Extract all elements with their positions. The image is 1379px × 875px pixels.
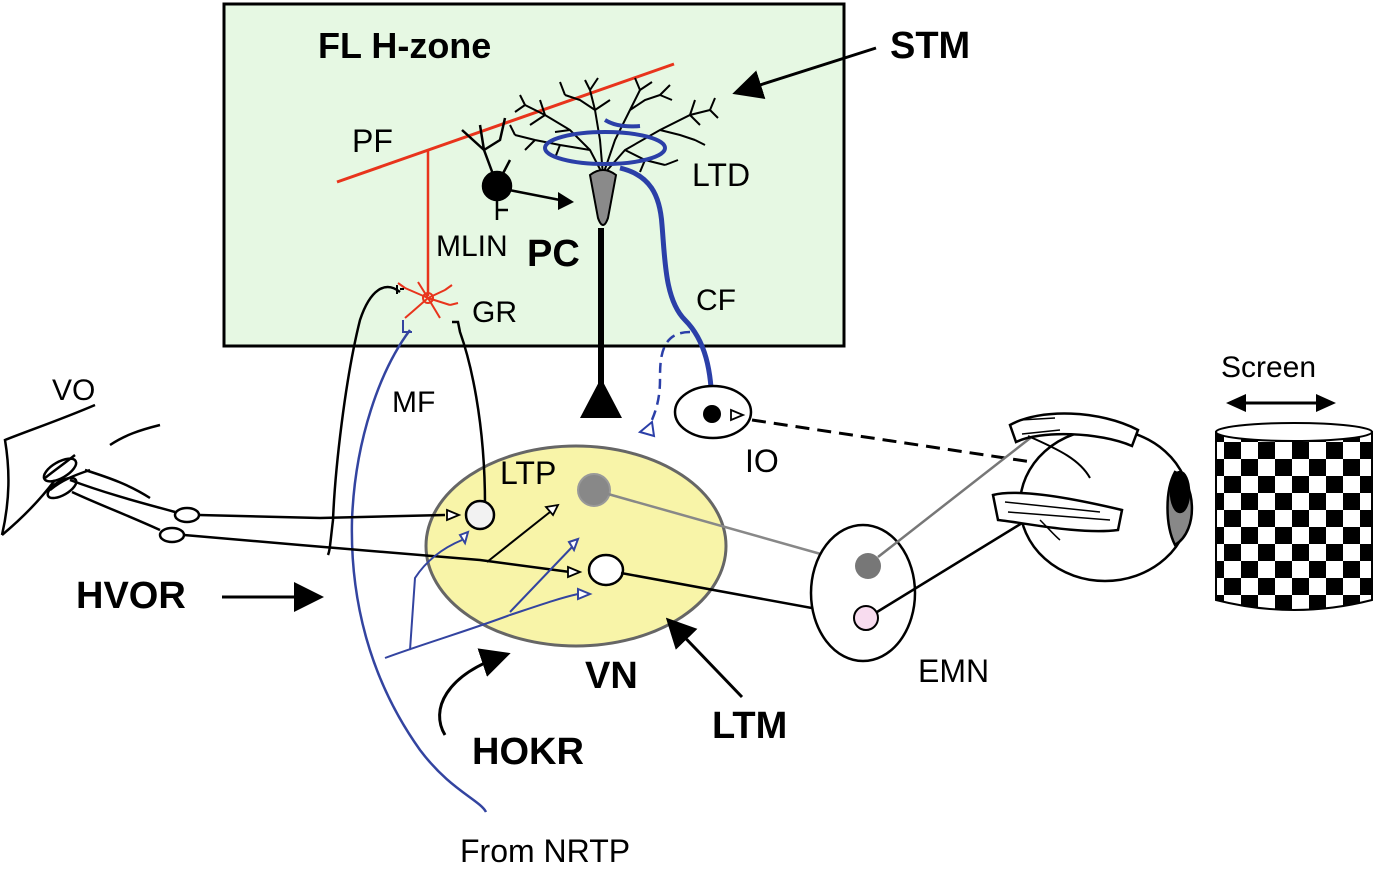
- emn-neuron-lower: [853, 605, 879, 631]
- label-mlin: MLIN: [436, 230, 508, 263]
- mossy-fiber-vestibular: [326, 285, 401, 556]
- cf-collateral: [646, 330, 691, 429]
- granule-cell: [397, 281, 459, 319]
- extraocular-motor-nucleus: [809, 523, 917, 663]
- label-emn: EMN: [918, 653, 989, 689]
- label-stm: STM: [890, 25, 970, 67]
- label-pc: PC: [527, 233, 580, 275]
- label-pf: PF: [352, 123, 393, 159]
- label-ltd: LTD: [692, 157, 750, 193]
- mossy-fibers: [326, 285, 488, 813]
- retinal-slip-path: [751, 418, 1046, 466]
- climbing-fiber-system: [543, 118, 715, 438]
- annotation-arrows: [222, 46, 877, 736]
- vn-neuron-upper: [464, 499, 496, 531]
- hokr-arrow: [438, 648, 511, 736]
- flocculus-hzone-box: [222, 2, 846, 348]
- label-hokr: HOKR: [472, 731, 584, 773]
- vestibular-afferents: [158, 506, 571, 574]
- emn-neuron-upper: [855, 553, 881, 579]
- molecular-layer-interneuron: [461, 117, 574, 220]
- purkinje-soma: [588, 169, 618, 226]
- purkinje-terminal: [580, 378, 622, 418]
- stm-arrow: [732, 46, 877, 100]
- vestibular-organ: [0, 403, 176, 536]
- label-ltp: LTP: [500, 455, 556, 491]
- nrtp-vn-connections: [384, 530, 593, 659]
- label-mf: MF: [392, 386, 435, 419]
- vn-neuron-ltp: [577, 473, 611, 507]
- label-ltm: LTM: [712, 705, 787, 747]
- screen-drum: [1215, 394, 1373, 611]
- parallel-fiber-system: [336, 62, 675, 319]
- label-vo: VO: [52, 374, 95, 407]
- label-gr: GR: [472, 296, 517, 329]
- eye: [991, 412, 1194, 583]
- label-from-nrtp: From NRTP: [460, 833, 630, 869]
- vn-internal-connections: [486, 503, 560, 563]
- io-neuron: [703, 405, 721, 423]
- label-io: IO: [745, 443, 779, 479]
- vn-neuron-lower: [587, 553, 625, 587]
- label-fl-hzone: FL H-zone: [318, 25, 491, 66]
- ltm-arrow: [665, 617, 744, 699]
- mossy-fiber-nrtp: [350, 329, 488, 813]
- climbing-fiber: [619, 165, 715, 413]
- label-vn: VN: [585, 655, 638, 697]
- label-screen: Screen: [1221, 351, 1316, 384]
- parallel-fiber: [336, 62, 675, 184]
- label-cf: CF: [696, 284, 736, 317]
- label-hvor: HVOR: [76, 575, 186, 617]
- climbing-fiber-loop: [543, 130, 667, 166]
